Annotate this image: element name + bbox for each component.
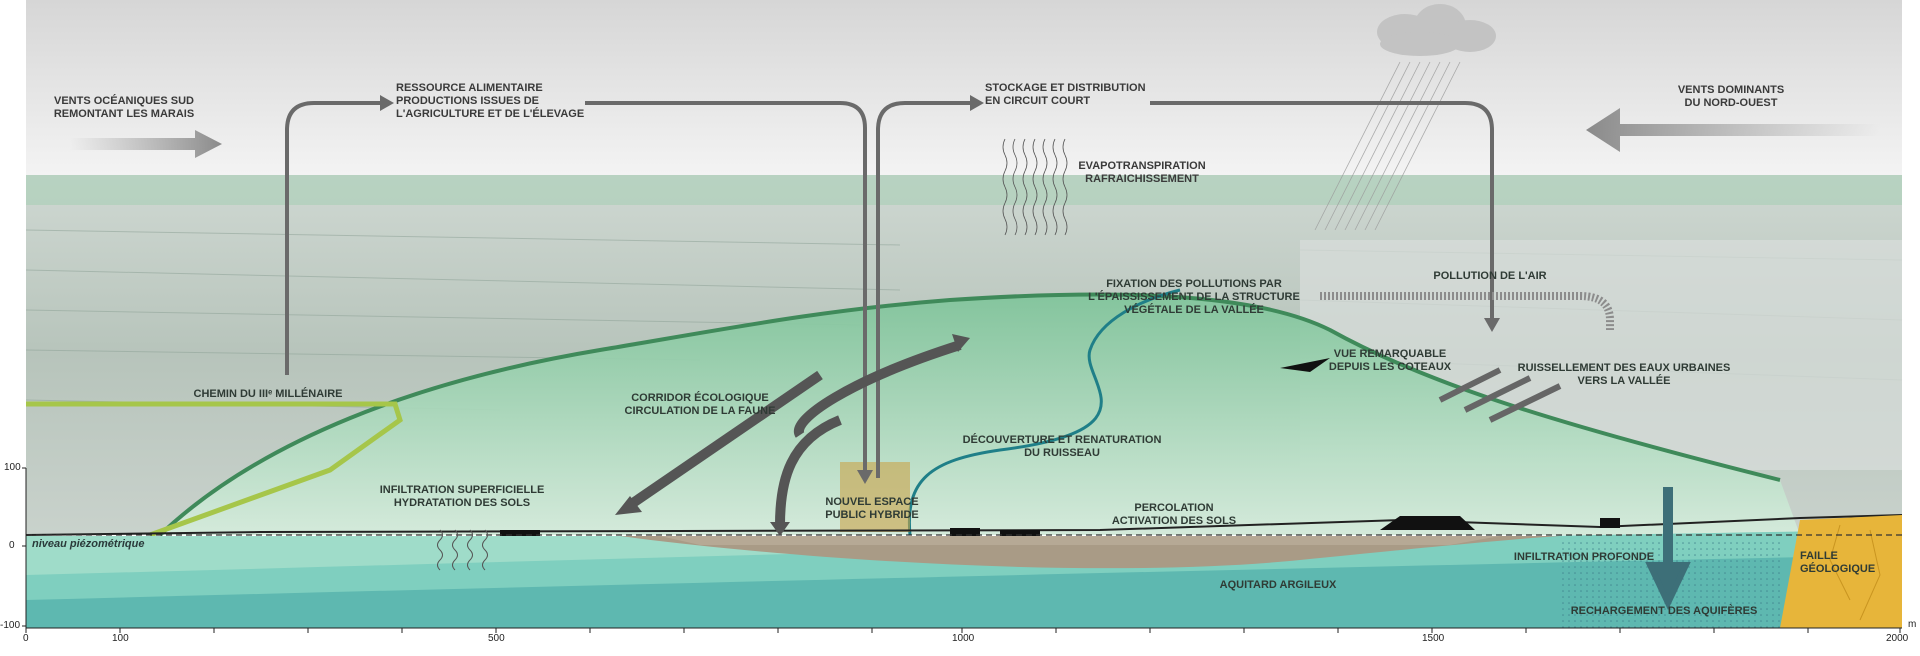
x-tick-1000: 1000 [952,633,975,644]
y-tick-0: 0 [9,540,15,551]
label-infiltration-profonde: INFILTRATION PROFONDE [1513,551,1655,563]
rain-lines [1314,61,1461,231]
soil-strip [660,536,1500,545]
valley-edge [158,292,1781,537]
x-tick-1500: 1500 [1422,633,1445,644]
storage-loop-arrow [876,101,975,478]
label-nouvel-espace: NOUVEL ESPACE PUBLIC HYBRIDE [825,496,919,521]
geological-fault [1780,515,1902,628]
x-axis [25,627,1902,633]
food-loop-arrow [285,101,385,375]
ocean-wind-arrow [70,130,222,158]
recharge-arrow [1645,487,1691,611]
chemin-path [26,401,403,538]
label-evapotranspiration: EVAPOTRANSPIRATION RAFRAICHISSEMENT [1078,160,1206,185]
infiltration-squiggles [437,529,488,571]
x-axis-unit: m [1908,619,1917,630]
label-chemin: CHEMIN DU IIIᵉ MILLÉNAIRE [193,388,343,400]
label-vue-remarquable: VUE REMARQUABLE DEPUIS LES COTEAUX [1328,348,1452,373]
pollution-arrow [1320,292,1614,330]
x-tick-100: 100 [112,633,129,644]
green-valley [160,294,1800,535]
label-percolation: PERCOLATION ACTIVATION DES SOLS [1111,502,1237,527]
label-faille: FAILLE GÉOLOGIQUE [1800,550,1876,575]
river [907,288,1181,536]
ground-buildings [500,516,1620,536]
cloud-icon [1377,4,1496,56]
label-corridor: CORRIDOR ÉCOLOGIQUE CIRCULATION DE LA FA… [624,392,776,417]
label-ressource-alimentaire: RESSOURCE ALIMENTAIRE PRODUCTIONS ISSUES… [396,82,585,120]
label-decouverture: DÉCOUVERTURE ET RENATURATION DU RUISSEAU [962,434,1162,459]
northwest-wind-arrow [1586,108,1880,152]
sky [26,0,1902,180]
y-tick-minus-100: -100 [0,620,21,631]
x-tick-500: 500 [488,633,505,644]
public-space-area [840,462,910,532]
horizon-band [26,175,1902,205]
label-aquitard: AQUITARD ARGILEUX [1219,579,1337,591]
x-tick-0: 0 [23,633,29,644]
y-tick-100: 100 [4,462,21,473]
evapotranspiration-waves [1002,138,1068,236]
food-loop-descend [585,101,867,478]
aquifer-layer-3 [26,555,1902,628]
storage-loop-descend [1150,101,1494,325]
fault-lines [1829,524,1881,621]
label-stockage: STOCKAGE ET DISTRIBUTION EN CIRCUIT COUR… [985,82,1146,107]
label-infiltration-superficielle: INFILTRATION SUPERFICIELLE HYDRATATION D… [379,484,545,509]
y-axis [22,467,27,628]
label-rechargement: RECHARGEMENT DES AQUIFÈRES [1570,605,1758,617]
runoff-arrows [1438,367,1562,423]
label-vents-dominants: VENTS DOMINANTS DU NORD-OUEST [1677,84,1785,109]
label-niveau-piezometrique: niveau piézométrique [32,538,145,550]
corridor-arrow-down [627,370,823,510]
label-vents-oceaniques: VENTS OCÉANIQUES SUD REMONTANT LES MARAI… [53,95,195,120]
x-tick-2000: 2000 [1886,633,1909,644]
view-marker [1280,358,1330,372]
label-pollution-air: POLLUTION DE L'AIR [1433,270,1547,282]
label-fixation-pollutions: FIXATION DES POLLUTIONS PAR L'ÉPAISSISSE… [1088,278,1300,316]
corridor-arrow-up [794,340,962,438]
public-space-arrow [775,415,842,526]
label-ruissellement: RUISSELLEMENT DES EAUX URBAINES VERS LA … [1517,362,1731,387]
